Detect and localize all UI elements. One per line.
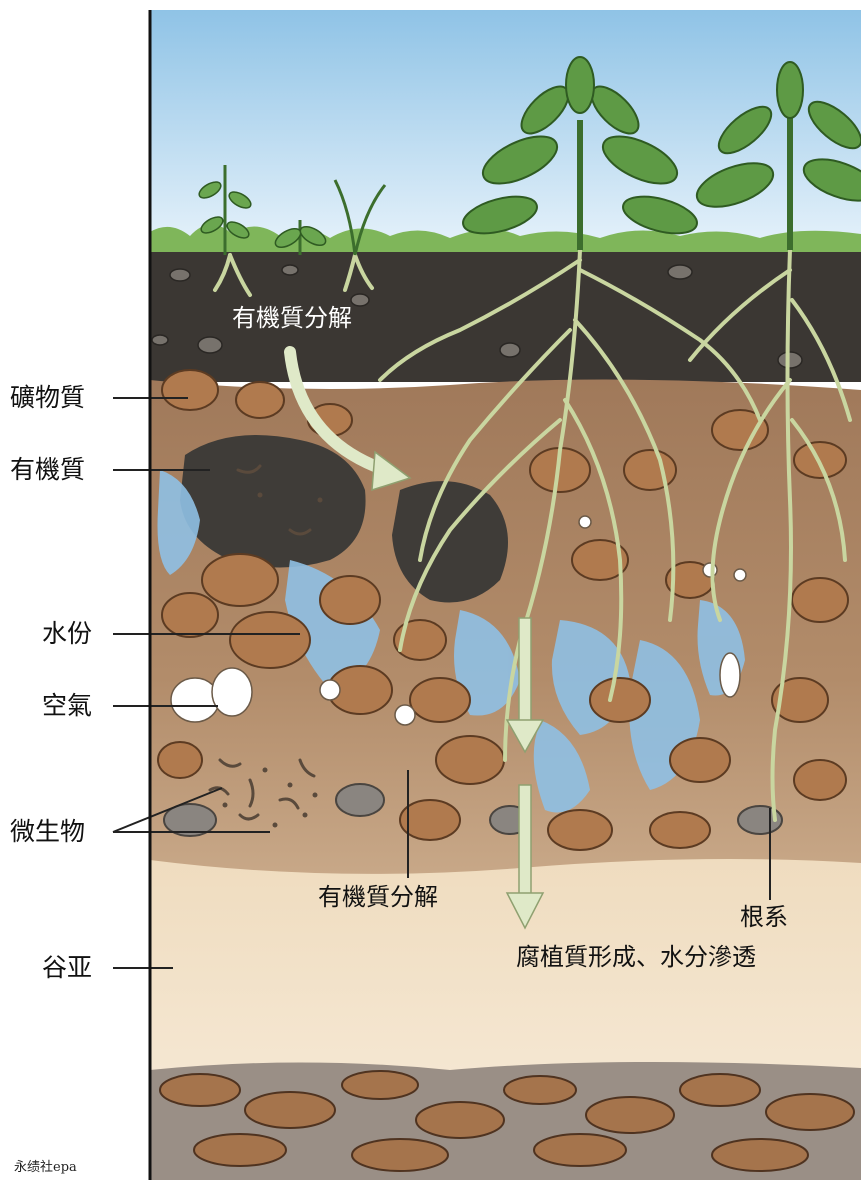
label-organic: 有機質 [10, 455, 86, 484]
down-arrow-lower [505, 784, 545, 930]
bedrock-stones [159, 1070, 855, 1172]
organic-clump [180, 435, 366, 568]
topsoil-pebbles [151, 264, 803, 369]
mineral-stones [157, 369, 849, 851]
down-arrow-upper [505, 617, 545, 754]
label-air: 空氣 [42, 691, 93, 720]
credit-text: 永绩社epa [14, 1160, 77, 1175]
annotation-roots: 根系 [740, 903, 788, 931]
microbes [208, 464, 316, 821]
grass-strip [150, 224, 861, 255]
subsoil-layer [150, 859, 861, 1080]
annotation-decomposition-bottom: 有機質分解 [318, 883, 438, 911]
plant-large-center [462, 56, 698, 250]
plant-large-right [695, 61, 861, 250]
organic-clump [392, 481, 508, 603]
label-subsoil: 谷亚 [42, 953, 93, 982]
plant-small [198, 165, 387, 256]
annotation-decomposition-top: 有機質分解 [232, 304, 352, 332]
topsoil-layer [150, 252, 861, 382]
label-water: 水份 [42, 619, 93, 648]
decomposition-arrow [284, 346, 412, 492]
label-mineral: 礦物質 [10, 383, 86, 412]
annotation-humus-formation: 腐植質形成、水分滲透 [516, 943, 756, 971]
label-microbes: 微生物 [10, 817, 86, 846]
root-system [213, 248, 852, 822]
